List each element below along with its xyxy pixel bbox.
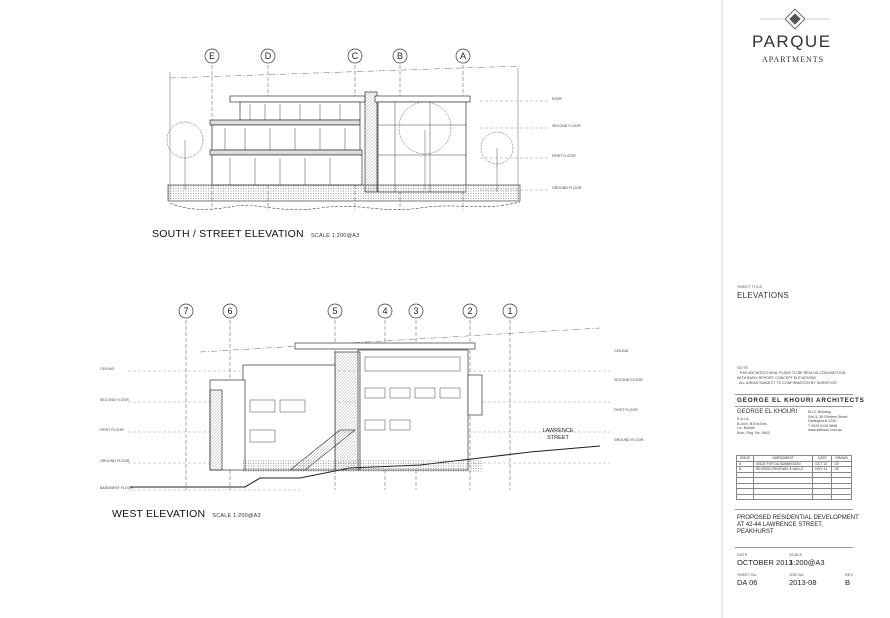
south-gridline-bubbles: E D C B A: [204, 48, 471, 64]
south-grid-label: B: [397, 51, 403, 61]
revisions-row-empty: [736, 482, 852, 489]
architect-name: GEORGE EL KHOURI: [737, 409, 798, 415]
divider: [735, 406, 853, 407]
west-grid-label: 3: [413, 306, 418, 316]
west-level-label: SECOND FLOOR: [100, 398, 129, 402]
office-detail: www.elkhouri.com.au: [808, 428, 842, 433]
revisions-header-cell: DATE: [812, 455, 833, 462]
rev-caption: REV: [845, 572, 854, 577]
note-line: - THIS ARCHITECTURAL PLANS TO BE READ IN…: [737, 371, 846, 380]
south-level-labels: ROOF SECOND FLOOR FIRST FLOOR GROUND FLO…: [552, 97, 582, 190]
revisions-header-cell: DRAWN: [831, 455, 852, 462]
scale-value: 1:200@A3: [789, 558, 825, 567]
revisions-row-empty: [736, 493, 852, 500]
revisions-cell: GE: [831, 466, 852, 473]
west-level-label: CEILING: [614, 349, 629, 353]
job-no-caption: JOB No.: [789, 572, 805, 577]
revisions-row-empty: [736, 488, 852, 495]
project-line: PEAKHURST: [737, 529, 774, 535]
south-grid-label: A: [460, 51, 466, 61]
office-detail: Darlinghurst 2010: [808, 419, 837, 424]
office-detail: ELLE Building: [808, 410, 831, 414]
revisions-row: A ISSUE FOR DA SUBMISSION OCT 13 GE: [736, 460, 852, 467]
west-level-labels-left: CEILING SECOND FLOOR FIRST FLOOR GROUND …: [100, 367, 133, 490]
south-grid-label: E: [209, 51, 215, 61]
west-grid-label: 4: [382, 306, 387, 316]
south-level-label: FIRST FLOOR: [552, 154, 576, 158]
south-elevation-scale: SCALE 1:200@A3: [310, 233, 360, 239]
note-line: - ALL AREAS SUBJECT TO CONFIRMATION BY S…: [737, 381, 837, 385]
sheet-no-caption: SHEET No.: [737, 572, 758, 577]
revisions-row: B REVISED DRIVEWAY & WALLS NOV 13 GE: [736, 466, 852, 473]
south-level-label: GROUND FLOOR: [552, 186, 582, 190]
west-elevation-title: WEST ELEVATION SCALE 1:200@A3: [112, 508, 261, 520]
scale-caption: SCALE: [789, 552, 803, 557]
project-line: AT 42-44 LAWRENCE STREET,: [737, 522, 823, 528]
diamond-logo-icon: [760, 8, 830, 30]
west-elevation-title-text: WEST ELEVATION: [112, 508, 206, 520]
west-grid-label: 2: [467, 306, 472, 316]
architect-detail: Arch. Reg. No. 6843: [737, 430, 770, 435]
project-logo-name: PARQUE: [752, 32, 832, 51]
architect-detail: R.A.I.A.: [737, 417, 750, 421]
south-grid-label: C: [352, 51, 359, 61]
office-detail: T 9029 9128 5898: [808, 423, 838, 428]
south-elevation-title: SOUTH / STREET ELEVATION SCALE 1:200@A3: [152, 228, 359, 240]
south-grid-label: D: [265, 51, 272, 61]
street-label: LAWRENCE STREET: [542, 428, 574, 441]
sheet-title-caption: SHEET TITLE: [737, 284, 763, 289]
south-elevation-drawing: [166, 65, 548, 211]
west-level-label: BASEMENT FLOOR: [100, 486, 133, 490]
west-level-label: GROUND FLOOR: [100, 459, 130, 463]
office-detail: Suit 5, 36 Flinders Street: [808, 414, 848, 419]
south-level-label: SECOND FLOOR: [552, 124, 581, 128]
architect-detail: Lic. Builder: [737, 426, 755, 431]
project-line: PROPOSED RESIDENTIAL DEVELOPMENT: [737, 515, 859, 521]
date-value: OCTOBER 2013: [737, 558, 793, 567]
west-level-label: SECOND FLOOR: [614, 378, 643, 382]
architect-detail: B.Arch. B.Env.Des.: [737, 421, 768, 426]
divider: [735, 394, 853, 395]
west-level-labels-right: CEILING SECOND FLOOR FIRST FLOOR GROUND …: [614, 349, 644, 442]
west-level-label: FIRST FLOOR: [614, 408, 638, 412]
note-caption: NOTE: [737, 365, 749, 370]
west-elevation-scale: SCALE 1:200@A3: [212, 513, 261, 519]
divider: [735, 547, 853, 548]
sheet-title: ELEVATIONS: [737, 291, 790, 300]
firm-name: GEORGE EL KHOURI ARCHITECTS: [737, 397, 865, 404]
revisions-row-empty: [736, 477, 852, 484]
rev-value: B: [845, 578, 851, 587]
south-elevation-title-text: SOUTH / STREET ELEVATION: [152, 228, 304, 240]
revisions-cell: OCT 13: [812, 460, 833, 467]
west-grid-label: 7: [183, 306, 188, 316]
sheet-no-value: DA 06: [737, 578, 758, 587]
west-gridline-bubbles: 7 6 5 4 3 2 1: [178, 303, 518, 319]
west-level-label: CEILING: [100, 367, 115, 371]
revisions-cell: NOV 13: [812, 466, 833, 473]
west-elevation-drawing: [128, 320, 610, 491]
job-no-value: 2013-08: [789, 578, 817, 587]
west-grid-label: 1: [507, 306, 512, 316]
project-logo-subtitle: APARTMENTS: [762, 55, 825, 64]
revisions-table: ISSUE AMENDMENT DATE DRAWN A ISSUE FOR D…: [736, 455, 852, 500]
west-level-label: GROUND FLOOR: [614, 438, 644, 442]
west-grid-label: 5: [332, 306, 337, 316]
west-level-label: FIRST FLOOR: [100, 428, 124, 432]
west-grid-label: 6: [227, 306, 232, 316]
divider: [735, 509, 853, 510]
date-caption: DATE: [737, 552, 748, 557]
revisions-header-row: ISSUE AMENDMENT DATE DRAWN: [736, 455, 852, 462]
revisions-row-empty: [736, 471, 852, 478]
south-level-label: ROOF: [552, 97, 563, 101]
revisions-cell: GE: [831, 460, 852, 467]
